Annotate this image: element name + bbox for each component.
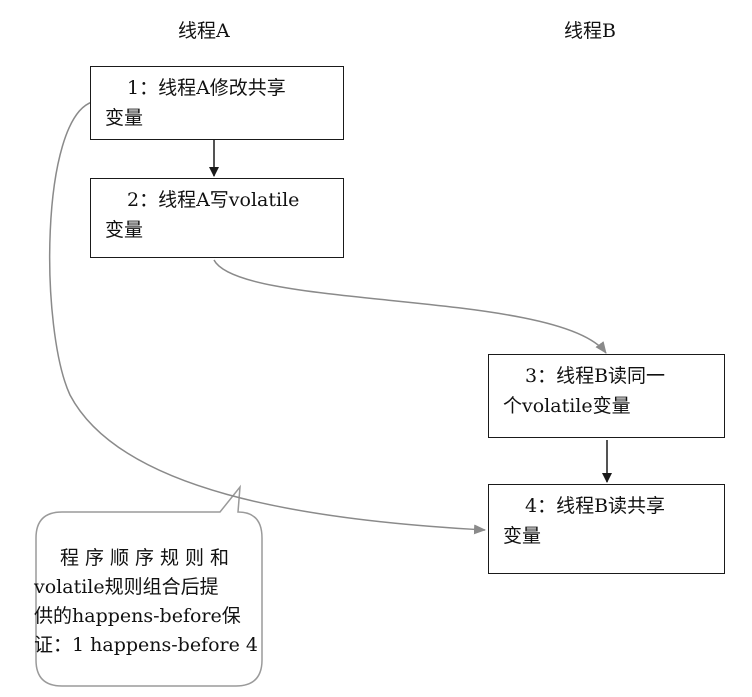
- step-1-line-2: 变量: [105, 107, 144, 129]
- step-1-line-1: 1：线程A修改共享: [127, 77, 286, 99]
- callout-line-4: 证：1 happens-before 4: [34, 634, 259, 656]
- callout-line-3: 供的happens-before保: [34, 605, 241, 627]
- callout-text: 程序顺序规则和 volatile规则组合后提 供的happens-before保…: [34, 544, 266, 660]
- callout-bubble: [35, 484, 263, 687]
- step-4-box: 4：线程B读共享 变量: [488, 484, 725, 574]
- step-2-line-1: 2：线程A写volatile: [127, 189, 300, 211]
- arrow-2-to-3: [213, 259, 607, 354]
- step-4-line-1: 4：线程B读共享: [525, 495, 666, 517]
- step-4-line-2: 变量: [503, 525, 542, 547]
- step-2-box: 2：线程A写volatile 变量: [90, 178, 344, 258]
- thread-a-header: 线程A: [178, 20, 230, 42]
- step-3-line-2: 个volatile变量: [503, 395, 631, 417]
- arrow-1-to-4: [48, 101, 486, 535]
- step-3-box: 3：线程B读同一 个volatile变量: [488, 354, 725, 438]
- step-1-box: 1：线程A修改共享 变量: [90, 66, 344, 140]
- callout-line-1: 程序顺序规则和: [60, 547, 236, 569]
- step-2-line-2: 变量: [105, 219, 144, 241]
- step-3-line-1: 3：线程B读同一: [525, 365, 666, 387]
- thread-b-header: 线程B: [564, 20, 616, 42]
- callout-line-2: volatile规则组合后提: [34, 576, 219, 598]
